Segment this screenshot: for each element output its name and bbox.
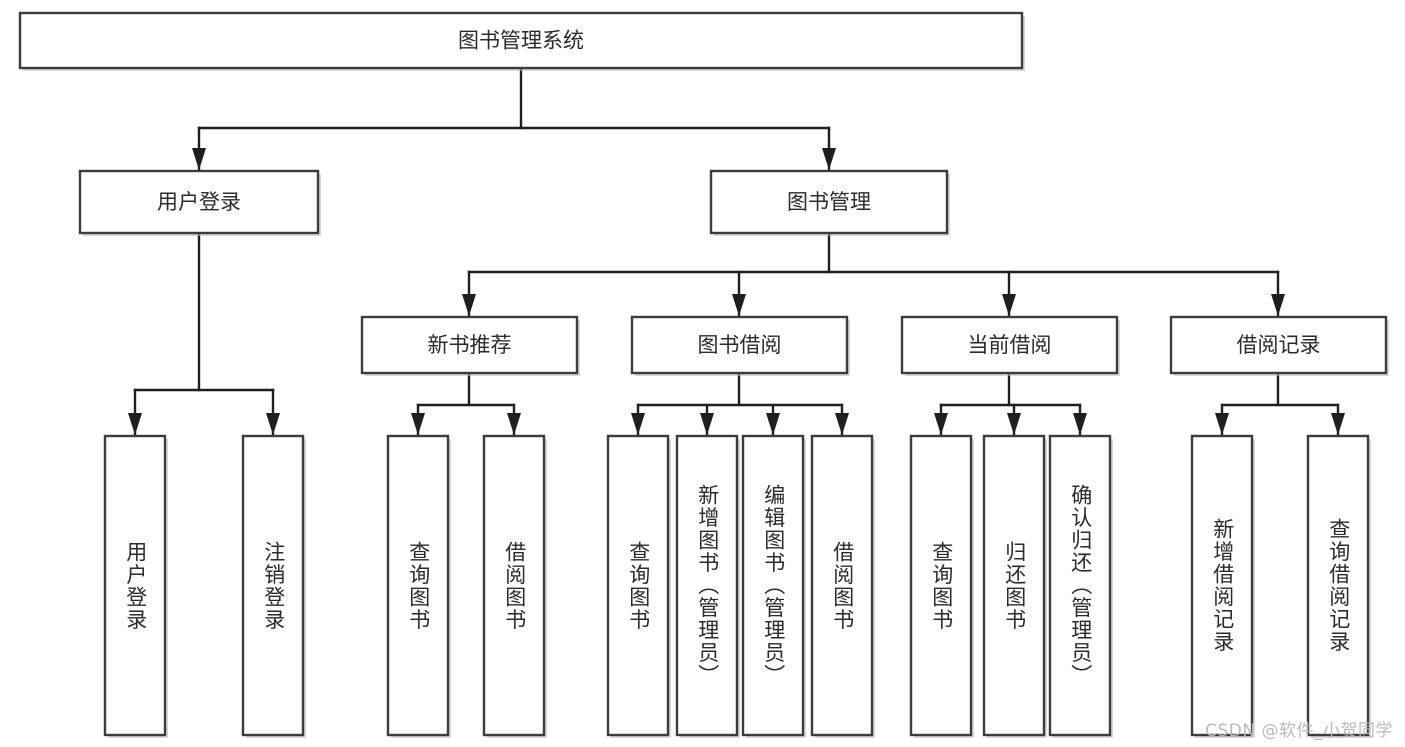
- node-label-borrow-record: 借阅记录: [1237, 333, 1321, 357]
- node-box-leaf-query-book-3[interactable]: [909, 434, 973, 737]
- node-label-new-book-rec: 新书推荐: [428, 333, 512, 357]
- arrow-book-borrow-leaf-0: [631, 413, 645, 435]
- arrow-user-login-leaf-1: [266, 413, 280, 435]
- connector-layer: [128, 66, 1345, 437]
- node-box-leaf-query-book-2[interactable]: [606, 434, 670, 737]
- arrow-current-borrow-leaf-0: [934, 413, 948, 435]
- arrow-new-book-rec-leaf-1: [507, 413, 521, 435]
- node-box-book-borrow[interactable]: [630, 315, 849, 375]
- watermark-text: CSDN @软件_小贺同学: [1205, 721, 1393, 741]
- arrow-book-borrow-leaf-3: [835, 413, 849, 435]
- arrow-bookmanage-child-0: [462, 294, 476, 316]
- arrow-borrow-record-leaf-0: [1215, 413, 1229, 435]
- arrow-bookmanage-child-1: [732, 294, 746, 316]
- node-box-root[interactable]: [18, 11, 1024, 70]
- arrow-book-borrow-leaf-2: [766, 413, 780, 435]
- arrow-root-child-0: [192, 148, 206, 170]
- node-box-current-borrow[interactable]: [900, 315, 1119, 375]
- node-box-layer: [18, 11, 1389, 738]
- arrow-borrow-record-leaf-1: [1331, 413, 1345, 435]
- arrow-current-borrow-leaf-1: [1007, 413, 1021, 435]
- arrow-bookmanage-child-2: [1002, 294, 1016, 316]
- arrow-book-borrow-leaf-1: [700, 413, 714, 435]
- node-box-leaf-query-record[interactable]: [1306, 434, 1370, 737]
- node-box-leaf-add-record[interactable]: [1190, 434, 1254, 737]
- node-label-book-manage: 图书管理: [787, 190, 871, 214]
- node-box-leaf-logout[interactable]: [241, 434, 305, 737]
- node-label-user-login: 用户登录: [157, 190, 241, 214]
- node-box-new-book-rec[interactable]: [360, 315, 579, 375]
- node-box-leaf-borrow-book-2[interactable]: [810, 434, 874, 737]
- node-box-leaf-borrow-book-1[interactable]: [482, 434, 546, 737]
- node-label-current-borrow: 当前借阅: [968, 333, 1052, 357]
- node-label-book-borrow: 图书借阅: [698, 333, 782, 357]
- node-box-leaf-add-book[interactable]: [675, 434, 739, 737]
- node-box-leaf-return-book[interactable]: [982, 434, 1046, 737]
- node-box-borrow-record[interactable]: [1169, 315, 1388, 375]
- node-label-root: 图书管理系统: [458, 29, 584, 53]
- node-box-leaf-query-book-1[interactable]: [386, 434, 450, 737]
- node-box-leaf-edit-book[interactable]: [741, 434, 805, 737]
- arrow-new-book-rec-leaf-0: [411, 413, 425, 435]
- arrow-root-child-1: [822, 148, 836, 170]
- arrow-current-borrow-leaf-2: [1073, 413, 1087, 435]
- node-box-user-login[interactable]: [78, 169, 320, 235]
- node-box-leaf-user-login[interactable]: [103, 434, 167, 737]
- arrow-bookmanage-child-3: [1271, 294, 1285, 316]
- node-box-book-manage[interactable]: [709, 169, 949, 235]
- arrow-user-login-leaf-0: [128, 413, 142, 435]
- node-box-leaf-confirm-return[interactable]: [1048, 434, 1112, 737]
